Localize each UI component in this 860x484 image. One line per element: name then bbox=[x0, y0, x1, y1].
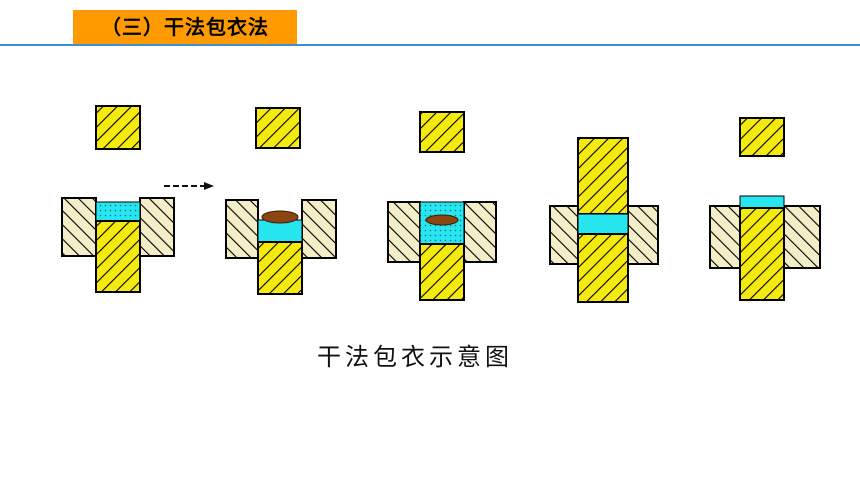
tablet-core bbox=[425, 214, 459, 226]
lower-punch bbox=[577, 233, 629, 303]
step-2 bbox=[225, 107, 337, 295]
arrow bbox=[164, 182, 214, 190]
upper-punch bbox=[95, 105, 141, 150]
coating-layer bbox=[95, 201, 141, 222]
right-die bbox=[139, 197, 175, 257]
left-die bbox=[709, 205, 741, 269]
left-die bbox=[225, 199, 259, 259]
upper-punch bbox=[255, 107, 301, 149]
right-die bbox=[783, 205, 821, 269]
upper-punch bbox=[739, 117, 785, 157]
left-die bbox=[549, 205, 579, 265]
step-1 bbox=[61, 105, 175, 293]
lower-punch bbox=[257, 241, 303, 295]
tablet-core bbox=[261, 210, 299, 224]
left-die bbox=[61, 197, 97, 257]
diagram-caption: 干法包衣示意图 bbox=[317, 343, 513, 371]
step-5 bbox=[709, 117, 821, 301]
upper-punch bbox=[577, 137, 629, 215]
right-die bbox=[627, 205, 659, 265]
dry-coating-diagram bbox=[61, 105, 659, 303]
left-die bbox=[387, 201, 421, 263]
right-die bbox=[301, 199, 337, 259]
upper-punch bbox=[419, 111, 465, 153]
title-divider bbox=[0, 44, 860, 46]
step-3 bbox=[387, 111, 497, 301]
step-4 bbox=[549, 137, 659, 303]
section-title: （三）干法包衣法 bbox=[73, 10, 297, 44]
lower-punch bbox=[95, 220, 141, 293]
coating-layer bbox=[577, 213, 629, 235]
lower-punch bbox=[419, 243, 465, 301]
coating-layer bbox=[739, 195, 785, 209]
right-die bbox=[463, 201, 497, 263]
lower-punch bbox=[739, 207, 785, 301]
